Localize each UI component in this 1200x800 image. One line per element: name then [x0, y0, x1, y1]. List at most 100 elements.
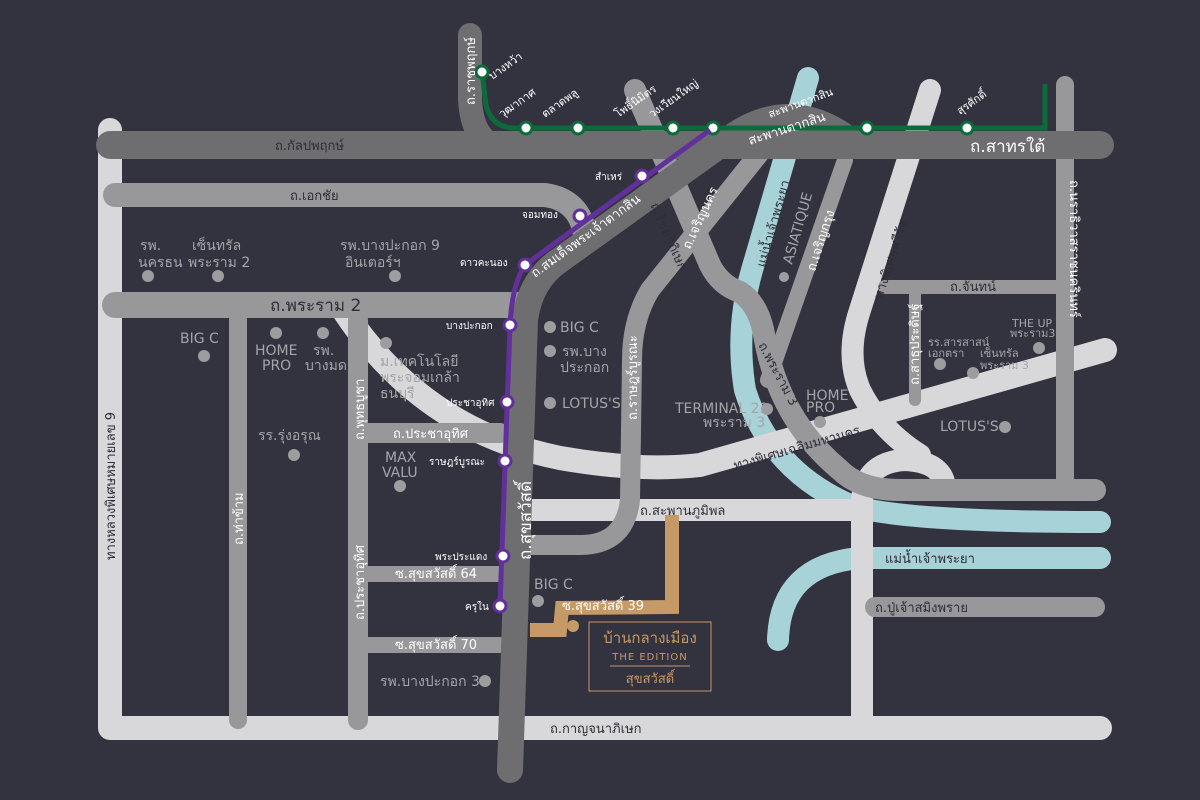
landmark-bigc-1: BIG C: [180, 331, 219, 362]
mrt-station-samrae[interactable]: [634, 168, 650, 184]
svg-text:รพ.บาง: รพ.บาง: [562, 344, 607, 360]
landmark-lotus-1: LOTUS'S: [544, 396, 621, 412]
landmark-bangpakok3: รพ.บางปะกอก 3: [380, 674, 491, 690]
landmark-bigc-3: BIG C: [532, 577, 573, 607]
project-box-frame: [588, 621, 712, 692]
label-ekkachai: ถ.เอกชัย: [290, 189, 339, 204]
mrt-station-khru-nai[interactable]: [492, 598, 508, 614]
svg-text:ม.เทคโนโลยี: ม.เทคโนโลยี: [380, 353, 458, 370]
label-outer-ring: ทางหลวงพิเศษหมายเลข 9: [104, 412, 119, 560]
landmark-bigc-2: BIG C: [544, 320, 599, 336]
road-outer-ring-kanchanaphisek: [98, 118, 1112, 740]
bts-station-pho-nimit[interactable]: [665, 120, 681, 136]
landmark-satri-school: รร.สารสาสน์เอกตรา: [928, 336, 990, 370]
bts-station-surasak[interactable]: [959, 120, 975, 136]
svg-text:ธนบุรี: ธนบุรี: [380, 386, 415, 402]
svg-text:เซ็นทรัล: เซ็นทรัล: [192, 236, 241, 254]
svg-text:THE UP: THE UP: [1011, 317, 1052, 330]
label-rat-burana: ถ.ราษฎร์บูรณะ: [625, 335, 641, 420]
svg-text:HOME: HOME: [255, 343, 297, 359]
svg-text:BIG C: BIG C: [180, 331, 219, 347]
label-narathiwat: ถ.นราธิวาสราชนครินทร์: [1066, 180, 1082, 318]
road-srirat-expressway: [841, 79, 941, 466]
svg-text:พระราม 3: พระราม 3: [980, 359, 1029, 372]
svg-text:รร.สารสาสน์: รร.สารสาสน์: [928, 336, 990, 349]
svg-text:เอกตรา: เอกตรา: [928, 347, 964, 360]
svg-text:HOME: HOME: [806, 388, 848, 404]
label-tha-kham: ถ.ท่าข้าม: [232, 492, 247, 545]
mrt-label: ครุใน: [465, 601, 489, 613]
bts-station-talat-phlu[interactable]: [570, 120, 586, 136]
svg-text:อินเตอร์ฯ: อินเตอร์ฯ: [345, 254, 401, 271]
label-suk-sawat: ถ.สุขสวัสดิ์: [513, 479, 536, 560]
landmark-rungarun: รร.รุ่งอรุณ: [258, 428, 321, 461]
road-soi-39: [530, 515, 679, 637]
label-sathu-pradit: ถ.สาธุประดิษฐ์: [907, 303, 923, 385]
label-soi-39: ซ.สุขสวัสดิ์ 39: [562, 596, 644, 614]
mrt-label: พระประแดง: [435, 552, 487, 563]
svg-text:พระราม 3: พระราม 3: [703, 415, 765, 431]
label-kanchanaphisek: ถ.กาญจนาภิเษก: [550, 722, 642, 737]
label-soi-64: ซ.สุขสวัสดิ์ 64: [395, 564, 477, 582]
svg-text:รพ.: รพ.: [313, 343, 334, 359]
road-suk-sawat-taksin: [497, 104, 863, 783]
svg-text:MAX: MAX: [385, 450, 417, 466]
svg-text:LOTUS'S: LOTUS'S: [940, 419, 999, 435]
svg-text:พระจอมเกล้า: พระจอมเกล้า: [380, 370, 460, 386]
label-pracha-uthit-vertical: ถ.ประชาอุทิศ: [353, 544, 368, 620]
svg-text:LOTUS'S: LOTUS'S: [562, 396, 621, 412]
road-rat-burana: [515, 130, 780, 555]
label-rama2: ถ.พระราม 2: [270, 296, 361, 316]
mrt-station-pracha-uthit[interactable]: [499, 394, 515, 410]
svg-text:BIG C: BIG C: [560, 320, 599, 336]
mrt-label: ประชาอุทิศ: [446, 398, 495, 409]
svg-text:TERMINAL 21: TERMINAL 21: [674, 401, 768, 417]
mrt-station-phra-pradaeng[interactable]: [495, 548, 511, 564]
bts-station-bang-wa[interactable]: [474, 64, 490, 80]
label-soi-70: ซ.สุขสวัสดิ์ 70: [395, 635, 477, 653]
svg-text:VALU: VALU: [382, 465, 418, 481]
label-sathorn-tai: ถ.สาทรใต้: [970, 136, 1045, 157]
project-location-dot: [567, 620, 579, 632]
mrt-station-dao-khanong[interactable]: [517, 257, 533, 273]
road-ratchaphruek: [458, 23, 504, 157]
road-charoen-krung: [760, 152, 853, 388]
road-chaloem-expressway: [328, 293, 1117, 480]
mrt-station-bang-pakok[interactable]: [502, 317, 518, 333]
svg-text:พระราม3: พระราม3: [1010, 327, 1055, 340]
bts-station-wutthakat[interactable]: [518, 120, 534, 136]
river-chao-phraya: [730, 67, 1111, 533]
svg-text:PRO: PRO: [806, 400, 835, 416]
svg-text:BIG C: BIG C: [534, 577, 573, 593]
mrt-station-rat-burana[interactable]: [497, 453, 513, 469]
landmark-lotus-2: LOTUS'S: [940, 419, 1011, 435]
project-label-box[interactable]: บ้านกลางเมือง THE EDITION สุขสวัสดิ์: [588, 621, 712, 692]
label-pu-chao: ถ.ปู่เจ้าสมิงพราย: [875, 601, 968, 616]
bts-station-saphan-taksin[interactable]: [859, 120, 875, 136]
label-bhumibol-bridge: ถ.สะพานภูมิพล: [640, 504, 725, 519]
mrt-label: จอมทอง: [522, 210, 558, 221]
label-ratchaphruek: ถ.ราชพฤกษ์: [463, 37, 479, 105]
svg-text:พระราม 2: พระราม 2: [188, 255, 250, 271]
project-name: บ้านกลางเมือง: [603, 629, 697, 647]
svg-text:รพ.: รพ.: [140, 238, 161, 254]
mrt-label: บางปะกอก: [446, 321, 493, 332]
label-phutthabucha: ถ.พุทธบูชา: [353, 379, 368, 440]
svg-text:PRO: PRO: [262, 358, 291, 374]
bts-silom-line: [479, 71, 1048, 131]
label-pracha-uthit: ถ.ประชาอุทิศ: [393, 427, 469, 442]
project-location: สุขสวัสดิ์: [626, 669, 676, 687]
svg-text:รพ.บางปะกอก 3: รพ.บางปะกอก 3: [380, 674, 480, 690]
mrt-station-chom-thong[interactable]: [572, 208, 588, 224]
landmark-bangpakok9: รพ.บางปะกอก 9อินเตอร์ฯ: [340, 238, 440, 282]
svg-text:ประกอก: ประกอก: [560, 360, 609, 376]
